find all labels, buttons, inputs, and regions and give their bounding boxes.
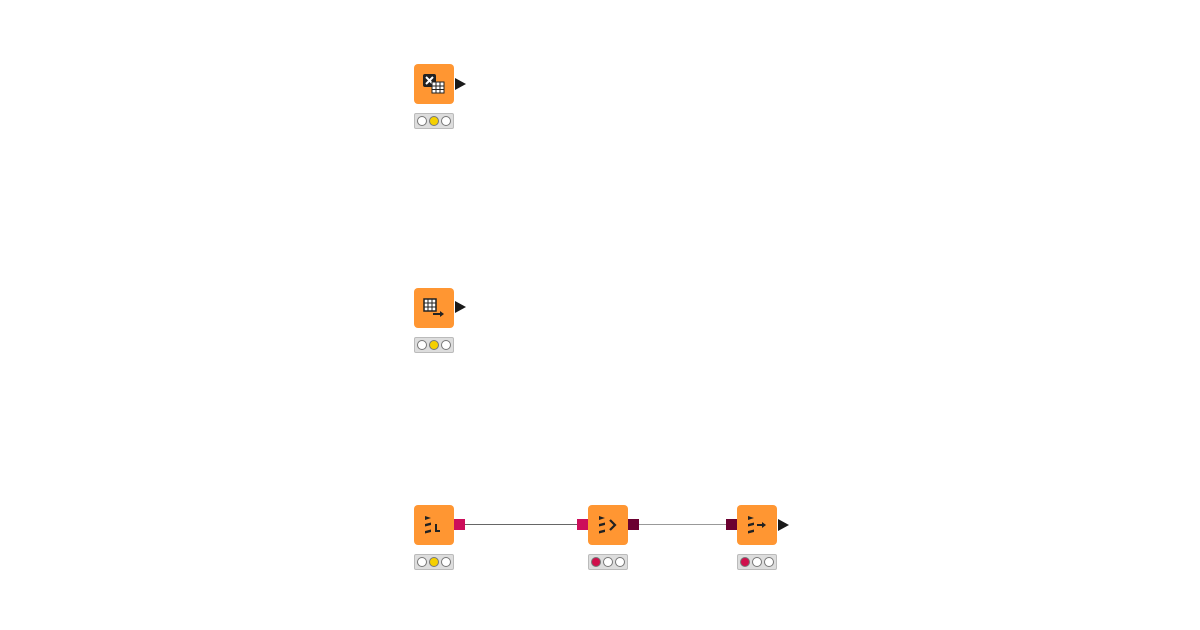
status-light-off — [441, 116, 451, 126]
output-port[interactable] — [455, 78, 466, 90]
output-port[interactable] — [778, 519, 789, 531]
excel-table-reader-icon — [423, 74, 445, 94]
status-lights — [414, 113, 454, 129]
status-light-off — [441, 340, 451, 350]
status-light-yellow — [429, 116, 439, 126]
status-light-red — [591, 557, 601, 567]
connection-line[interactable] — [465, 524, 577, 525]
status-lights — [414, 337, 454, 353]
db-data-input-port[interactable] — [726, 519, 737, 530]
db-reader-icon — [748, 516, 766, 534]
connection-line[interactable] — [639, 524, 726, 525]
output-port[interactable] — [455, 301, 466, 313]
status-light-off — [417, 116, 427, 126]
status-lights — [588, 554, 628, 570]
status-light-off — [615, 557, 625, 567]
node-table-output[interactable] — [414, 288, 454, 328]
db-connector-icon — [425, 516, 440, 534]
status-light-off — [764, 557, 774, 567]
node-db-connector[interactable] — [414, 505, 454, 545]
node-excel-reader[interactable] — [414, 64, 454, 104]
status-light-off — [417, 340, 427, 350]
node-db-query[interactable] — [588, 505, 628, 545]
table-output-icon — [423, 298, 444, 317]
db-data-output-port[interactable] — [628, 519, 639, 530]
status-light-off — [603, 557, 613, 567]
status-light-off — [441, 557, 451, 567]
status-light-yellow — [429, 340, 439, 350]
status-light-off — [417, 557, 427, 567]
status-light-yellow — [429, 557, 439, 567]
status-lights — [414, 554, 454, 570]
status-lights — [737, 554, 777, 570]
db-query-icon — [599, 516, 617, 534]
status-light-off — [752, 557, 762, 567]
db-output-port[interactable] — [454, 519, 465, 530]
status-light-red — [740, 557, 750, 567]
node-db-reader[interactable] — [737, 505, 777, 545]
db-input-port[interactable] — [577, 519, 588, 530]
